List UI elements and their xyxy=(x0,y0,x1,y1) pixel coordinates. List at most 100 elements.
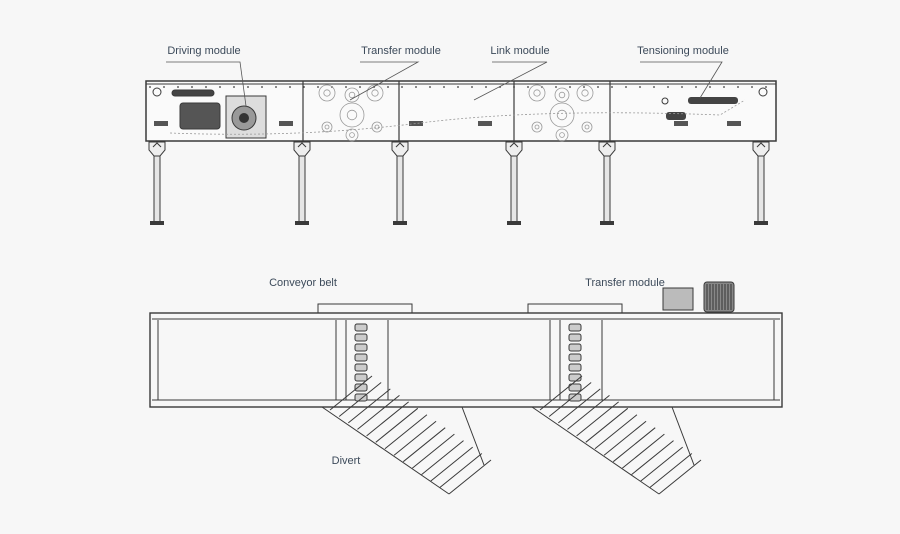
divert-roller xyxy=(539,375,583,411)
label-transfer-module-top: Transfer module xyxy=(585,277,665,289)
bolt xyxy=(751,86,753,88)
divert-roller xyxy=(612,427,656,463)
divert-roller xyxy=(421,440,464,476)
transfer-roller xyxy=(354,323,368,332)
belt-path xyxy=(169,99,746,135)
divert-roller xyxy=(557,388,601,424)
bolt xyxy=(233,86,235,88)
divert-roller xyxy=(357,394,400,430)
label-driving-module: Driving module xyxy=(167,45,241,57)
transfer-roller xyxy=(568,353,582,362)
label-conveyor-belt: Conveyor belt xyxy=(269,277,337,289)
transfer-gear-hub xyxy=(558,91,566,99)
drive-motor xyxy=(179,102,221,130)
bolt xyxy=(345,86,347,88)
transfer-roller xyxy=(354,353,368,362)
mount-slot xyxy=(154,121,168,126)
mount-slot xyxy=(478,121,492,126)
leg-bracket-mark xyxy=(602,142,612,148)
transfer-gear-hub xyxy=(559,132,565,138)
bolt xyxy=(583,86,585,88)
leg-bracket xyxy=(752,141,770,157)
divert-roller xyxy=(375,407,419,443)
bolt xyxy=(205,86,207,88)
leg-bracket xyxy=(148,141,166,157)
transfer-roller xyxy=(354,333,368,342)
transfer-gear xyxy=(549,102,575,128)
tension-block xyxy=(666,112,686,120)
leg-foot xyxy=(393,221,407,225)
divert-rail xyxy=(531,406,660,495)
transfer-gear-hub xyxy=(323,89,331,97)
leader-driving xyxy=(166,61,247,107)
divert-roller xyxy=(640,446,684,482)
transfer-gear-hub xyxy=(556,109,568,121)
bolt xyxy=(149,86,151,88)
bolt xyxy=(709,86,711,88)
transfer-gear-hub xyxy=(371,89,379,97)
transfer-gear xyxy=(339,102,365,128)
transfer-gear xyxy=(528,84,546,102)
leg-foot xyxy=(600,221,614,225)
transfer-gear-hub xyxy=(581,89,589,97)
divert-roller xyxy=(366,401,409,437)
bolt xyxy=(527,86,529,88)
bolt xyxy=(415,86,417,88)
divert-roller xyxy=(347,388,391,424)
leg-foot xyxy=(754,221,768,225)
bolt xyxy=(555,86,557,88)
bolt xyxy=(485,86,487,88)
transfer-gear xyxy=(555,128,569,142)
bolt xyxy=(737,86,739,88)
leg-post xyxy=(510,155,518,223)
bolt xyxy=(681,86,683,88)
leg-bracket-mark xyxy=(297,142,307,148)
transfer-gear-hub xyxy=(348,91,356,99)
divert-roller xyxy=(594,414,638,450)
leg-post xyxy=(396,155,404,223)
bolt xyxy=(191,86,193,88)
drive-gear-hub xyxy=(239,113,249,123)
divert-roller xyxy=(448,459,492,495)
transfer-roller xyxy=(354,343,368,352)
transfer-gear-hub xyxy=(349,132,355,138)
divert-rail xyxy=(671,406,695,466)
bolt xyxy=(219,86,221,88)
transfer-gear-hub xyxy=(533,89,541,97)
transfer-gear xyxy=(366,84,384,102)
transfer-roller xyxy=(354,373,368,382)
bolt xyxy=(625,86,627,88)
transfer-gear xyxy=(318,84,336,102)
leg-bracket-mark xyxy=(756,142,766,148)
transfer-gear xyxy=(576,84,594,102)
bolt xyxy=(359,86,361,88)
bolt xyxy=(443,86,445,88)
bolt xyxy=(667,86,669,88)
mount-slot xyxy=(727,121,741,126)
bolt xyxy=(765,86,767,88)
divert-roller xyxy=(548,382,592,417)
bolt xyxy=(639,86,641,88)
transfer-roller xyxy=(354,363,368,372)
bolt xyxy=(429,86,431,88)
mount-slot xyxy=(409,121,423,126)
divert-roller xyxy=(622,433,665,469)
transfer-roller xyxy=(568,393,582,402)
side-view xyxy=(145,80,777,225)
leg-bracket xyxy=(391,141,409,157)
divert-roller xyxy=(603,420,647,456)
tension-rod xyxy=(688,97,738,104)
divert-roller xyxy=(430,446,474,482)
leader-lines xyxy=(166,61,723,107)
divert-roller xyxy=(439,453,483,488)
leg-bracket xyxy=(505,141,523,157)
divert-rail xyxy=(321,406,450,495)
transfer-cover-plate xyxy=(527,303,623,313)
bolt xyxy=(471,86,473,88)
transfer-roller xyxy=(568,373,582,382)
bolt xyxy=(261,86,263,88)
divert-roller xyxy=(412,433,455,469)
leg-bracket-mark xyxy=(395,142,405,148)
divert-roller xyxy=(329,375,373,411)
